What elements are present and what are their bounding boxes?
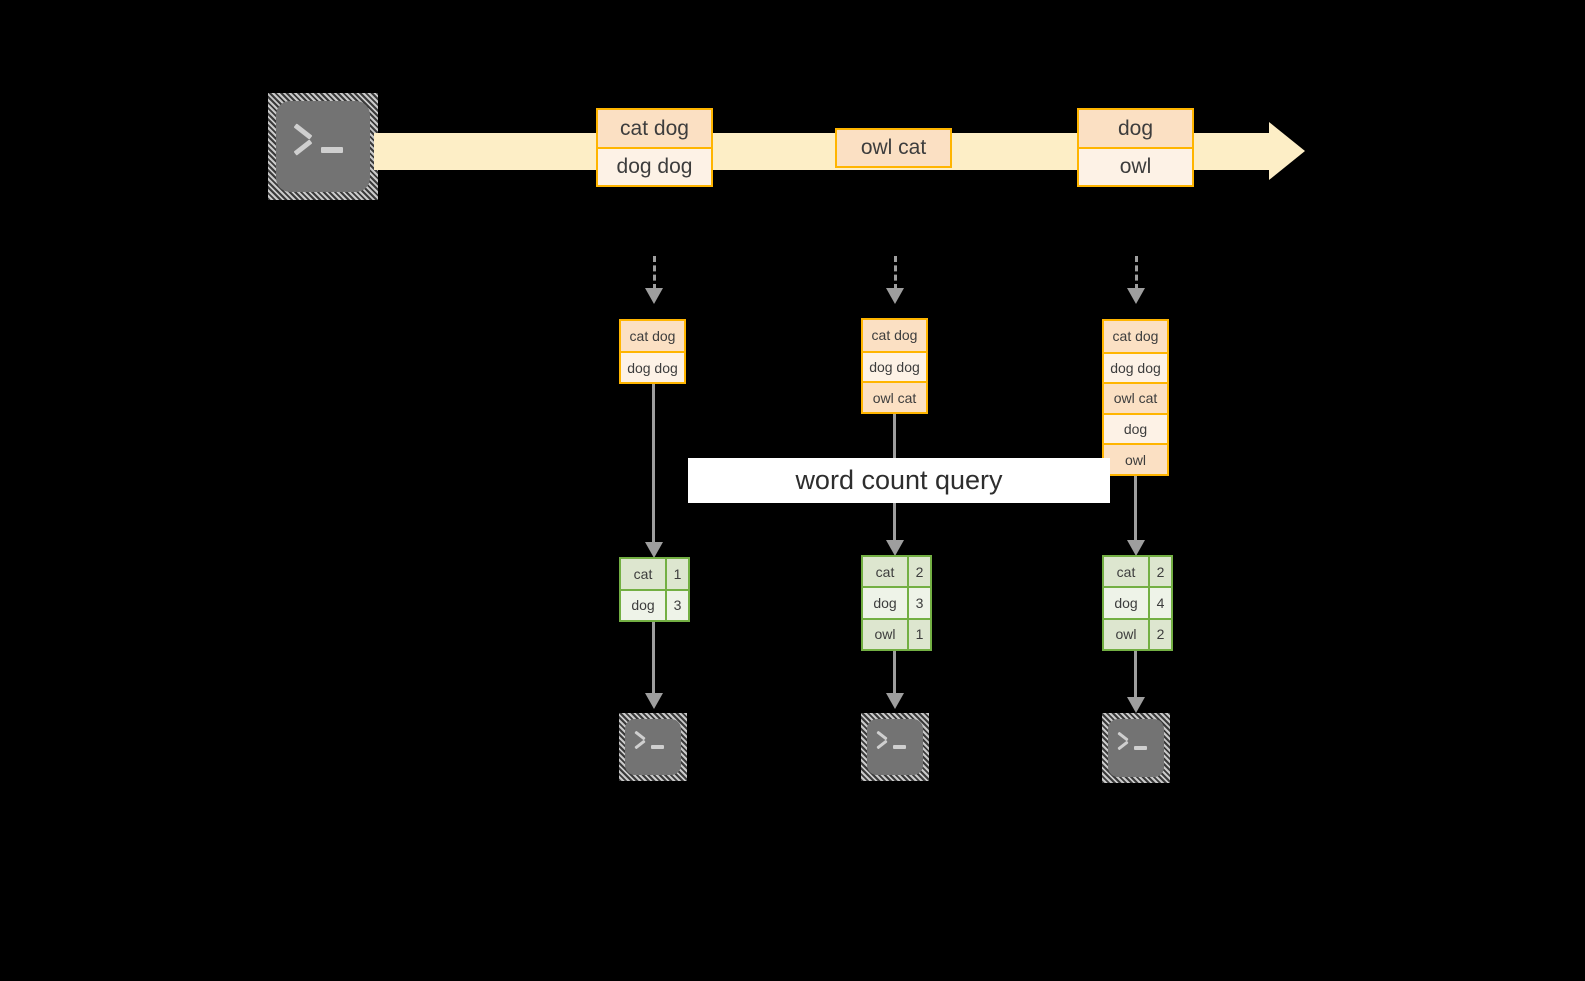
result-table: cat 1 dog 3 (619, 557, 690, 622)
result-to-sink-connector (1134, 651, 1137, 709)
result-table: cat 2 dog 3 owl 1 (861, 555, 932, 651)
stream-to-snapshot-connector (653, 256, 656, 290)
table-row: cat 2 (1104, 557, 1171, 587)
table-cell-word: owl (1104, 619, 1148, 649)
terminal-screen (867, 719, 923, 775)
table-cell-count: 2 (907, 557, 930, 587)
snapshot-line: owl (1104, 443, 1167, 475)
sink-terminal-icon (1102, 713, 1170, 783)
terminal-screen (276, 101, 370, 192)
snapshot-line: dog dog (621, 351, 684, 382)
table-cell-word: dog (1104, 588, 1148, 618)
table-cell-count: 3 (665, 590, 688, 620)
stream-arrow-head (1269, 122, 1305, 180)
result-to-sink-connector (652, 622, 655, 695)
table-cell-word: cat (863, 557, 907, 587)
snapshot-to-result-arrowhead (1127, 540, 1145, 556)
stream-to-snapshot-arrowhead (886, 288, 904, 304)
stream-to-snapshot-connector (1135, 256, 1138, 290)
table-row: owl 1 (863, 617, 930, 649)
snapshot-line: owl cat (863, 381, 926, 412)
table-row: dog 3 (863, 586, 930, 618)
prompt-glyph (875, 731, 915, 756)
snapshot-stack: cat dog dog dog owl cat (861, 318, 928, 414)
snapshot-stack: cat dog dog dog owl cat dog owl (1102, 319, 1169, 476)
stream-to-snapshot-arrowhead (645, 288, 663, 304)
table-cell-word: dog (621, 590, 665, 620)
snapshot-to-result-connector (652, 384, 655, 544)
prompt-glyph (291, 123, 357, 161)
table-row: cat 2 (863, 557, 930, 587)
table-cell-count: 3 (907, 588, 930, 618)
table-cell-count: 2 (1148, 619, 1171, 649)
sink-terminal-icon (619, 713, 687, 781)
table-row: dog 3 (621, 588, 688, 620)
table-row: owl 2 (1104, 617, 1171, 649)
snapshot-line: dog dog (863, 350, 926, 382)
stream-record: dog owl (1077, 108, 1194, 187)
record-line: dog (1079, 110, 1192, 148)
snapshot-line: dog dog (1104, 351, 1167, 383)
record-line: owl (1079, 147, 1192, 185)
stream-to-snapshot-connector (894, 256, 897, 290)
table-cell-count: 1 (907, 619, 930, 649)
snapshot-to-result-arrowhead (645, 542, 663, 558)
source-terminal-icon (268, 93, 378, 200)
stream-to-snapshot-arrowhead (1127, 288, 1145, 304)
snapshot-line: cat dog (1104, 321, 1167, 352)
sink-terminal-icon (861, 713, 929, 781)
snapshot-line: cat dog (863, 320, 926, 351)
table-cell-count: 2 (1148, 557, 1171, 587)
table-cell-word: owl (863, 619, 907, 649)
stream-record: owl cat (835, 128, 952, 168)
record-line: dog dog (598, 147, 711, 185)
table-cell-word: dog (863, 588, 907, 618)
table-cell-count: 1 (665, 559, 688, 589)
prompt-glyph (633, 731, 673, 756)
table-row: dog 4 (1104, 586, 1171, 618)
table-cell-count: 4 (1148, 588, 1171, 618)
query-banner: word count query (688, 458, 1110, 503)
snapshot-to-result-connector (1134, 476, 1137, 544)
snapshot-line: dog (1104, 412, 1167, 444)
result-to-sink-arrowhead (1127, 697, 1145, 713)
prompt-glyph (1116, 731, 1156, 757)
stream-record: cat dog dog dog (596, 108, 713, 187)
result-to-sink-connector (893, 651, 896, 695)
table-cell-word: cat (1104, 557, 1148, 587)
result-table: cat 2 dog 4 owl 2 (1102, 555, 1173, 651)
terminal-screen (625, 719, 681, 775)
snapshot-stack: cat dog dog dog (619, 319, 686, 384)
record-line: owl cat (837, 130, 950, 166)
snapshot-to-result-arrowhead (886, 540, 904, 556)
table-cell-word: cat (621, 559, 665, 589)
snapshot-line: cat dog (621, 321, 684, 352)
query-banner-label: word count query (795, 465, 1003, 495)
snapshot-line: owl cat (1104, 382, 1167, 413)
table-row: cat 1 (621, 559, 688, 589)
result-to-sink-arrowhead (645, 693, 663, 709)
record-line: cat dog (598, 110, 711, 148)
result-to-sink-arrowhead (886, 693, 904, 709)
terminal-screen (1108, 719, 1164, 777)
